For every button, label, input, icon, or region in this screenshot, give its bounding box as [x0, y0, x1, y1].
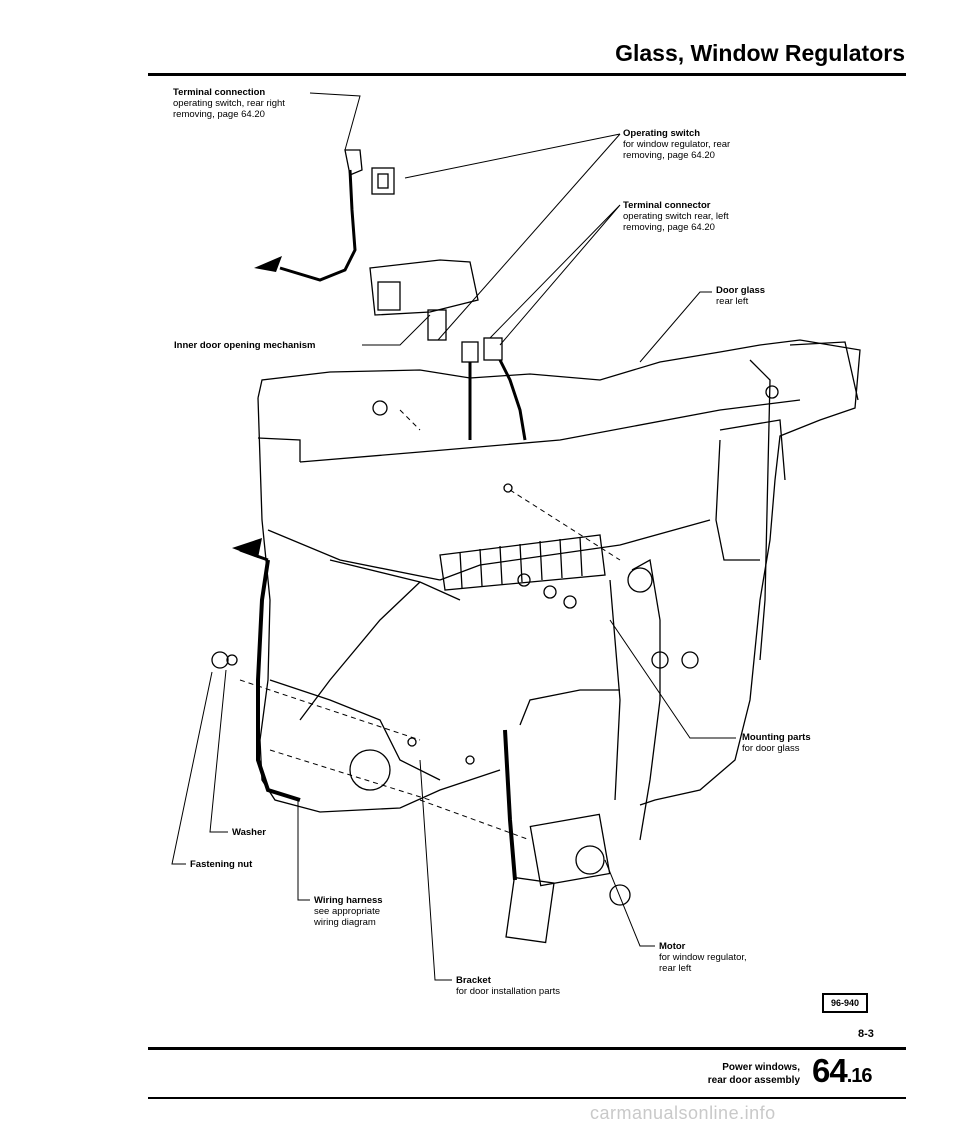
label-terminal-connector-left: Terminal connector operating switch rear… — [623, 200, 729, 233]
header-rule — [148, 73, 906, 76]
label-motor: Motor for window regulator, rear left — [659, 941, 747, 974]
label-door-glass: Door glass rear left — [716, 285, 766, 307]
label-fastening-nut: Fastening nut — [190, 859, 253, 870]
section-number-main: 64 — [812, 1052, 848, 1089]
label-bracket: Bracket for door installation parts — [456, 975, 561, 997]
footer-rule-top — [148, 1047, 906, 1050]
label-operating-switch: Operating switch for window regulator, r… — [623, 128, 731, 161]
section-number: 64.16 — [812, 1052, 873, 1090]
figure-code: 96-940 — [822, 993, 868, 1013]
label-mounting-parts: Mounting parts for door glass — [742, 732, 811, 754]
footer-section-subtitle: rear door assembly — [707, 1075, 800, 1086]
label-washer: Washer — [232, 827, 266, 838]
label-terminal-connection-right: Terminal connection operating switch, re… — [173, 87, 285, 120]
section-number-sub: .16 — [846, 1065, 873, 1087]
footer-section-title: Power windows, — [722, 1062, 800, 1073]
label-inner-door-opening: Inner door opening mechanism — [174, 340, 316, 351]
footer-rule-bottom — [148, 1097, 906, 1099]
label-wiring-harness: Wiring harness see appropriate wiring di… — [314, 895, 383, 928]
page-reference: 8-3 — [858, 1028, 874, 1040]
page-title: Glass, Window Regulators — [615, 40, 905, 66]
watermark: carmanualsonline.info — [590, 1103, 776, 1123]
